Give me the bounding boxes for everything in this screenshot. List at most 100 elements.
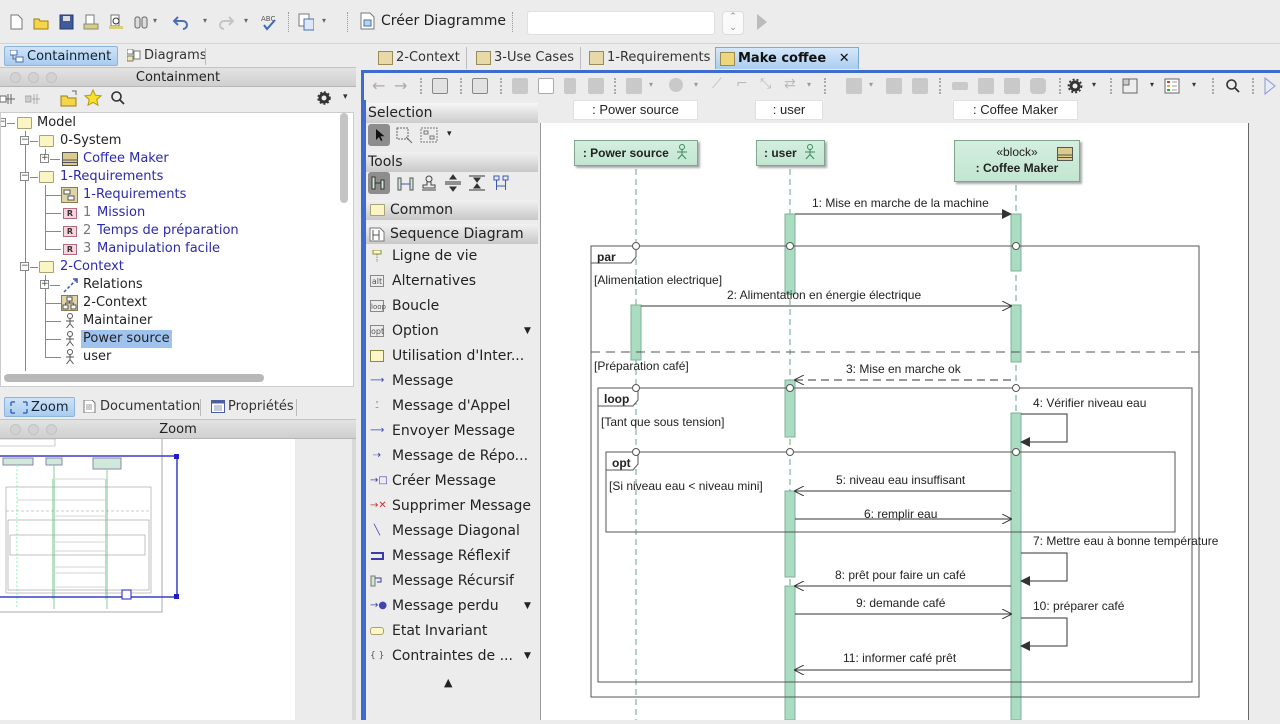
align-icon[interactable]: [952, 82, 968, 90]
message-9-label[interactable]: 9: demande café: [856, 596, 946, 610]
open-icon[interactable]: [33, 13, 49, 31]
message-7-label[interactable]: 7: Mettre eau à bonne température: [1033, 534, 1219, 548]
tab-3-use-cases[interactable]: 3-Use Cases: [472, 47, 581, 69]
close-window-button[interactable]: [10, 424, 21, 435]
tree-vertical-scrollbar[interactable]: [340, 113, 348, 203]
route-dropdown-icon[interactable]: ▾: [807, 80, 812, 89]
palette-section-sequence-diagram[interactable]: Sequence Diagram: [366, 224, 538, 244]
message-3-label[interactable]: 3: Mise en marche ok: [846, 362, 961, 376]
expand-all-icon[interactable]: [25, 91, 41, 107]
palette-item-utilisation-interaction[interactable]: Utilisation d'Inter...: [368, 345, 524, 367]
tree-item-1-requirements-diagram[interactable]: 1-Requirements: [1, 186, 341, 204]
palette-item-boucle[interactable]: loop Boucle: [368, 295, 439, 317]
collapse-toggle[interactable]: −: [20, 171, 29, 181]
tab-1-requirements[interactable]: 1-Requirements: [585, 47, 718, 69]
message-8-label[interactable]: 8: prêt pour faire un café: [835, 568, 966, 582]
palette-item-option[interactable]: opt Option: [368, 320, 439, 342]
undo-dropdown-icon[interactable]: ▾: [203, 16, 208, 25]
redo-dropdown-icon[interactable]: ▾: [244, 16, 249, 25]
maximize-window-button[interactable]: [46, 424, 57, 435]
message-2-label[interactable]: 2: Alimentation en énergie électrique: [727, 288, 922, 302]
tab-proprietes[interactable]: Propriétés: [206, 397, 300, 417]
new-file-icon[interactable]: [8, 13, 24, 31]
lifeline-header-coffee-maker[interactable]: : Coffee Maker: [953, 100, 1078, 120]
back-arrow-icon[interactable]: ←: [372, 76, 386, 95]
export-dropdown-icon[interactable]: ▾: [322, 16, 327, 25]
delete-icon[interactable]: [564, 78, 576, 94]
marquee-select-icon[interactable]: [396, 127, 414, 145]
lifeline-user[interactable]: : user: [756, 140, 825, 166]
insert-space-icon[interactable]: [444, 174, 462, 192]
tab-make-coffee[interactable]: Make coffee ✕: [715, 47, 859, 69]
palette-item-message-appel[interactable]: ⍘ Message d'Appel: [368, 395, 510, 417]
quick-find-stepper[interactable]: ⌃⌄: [722, 11, 744, 35]
tree-item-power-source[interactable]: Power source: [1, 330, 341, 348]
option-dropdown-icon[interactable]: ▼: [524, 326, 531, 336]
element-settings-icon[interactable]: [912, 78, 928, 94]
fill-color-icon[interactable]: [846, 78, 862, 94]
palette-item-creer-message[interactable]: →□ Créer Message: [368, 470, 496, 492]
layout-icon[interactable]: [626, 78, 642, 94]
spellcheck-icon[interactable]: ABC: [260, 13, 276, 31]
settings-gear-icon[interactable]: [317, 91, 331, 105]
minimize-window-button[interactable]: [28, 424, 39, 435]
forward-arrow-icon[interactable]: →: [394, 76, 408, 95]
bezier-path-icon[interactable]: ⤡: [760, 76, 772, 92]
add-element-icon[interactable]: [886, 78, 902, 94]
search-icon[interactable]: [1225, 78, 1241, 94]
lifeline-coffee-maker[interactable]: «block» : Coffee Maker: [954, 140, 1080, 182]
lifeline-power-source[interactable]: : Power source: [574, 140, 698, 166]
quick-find-input[interactable]: [527, 11, 715, 35]
create-diagram-button[interactable]: Créer Diagramme: [360, 12, 506, 30]
palette-item-etat-invariant[interactable]: Etat Invariant: [368, 620, 487, 642]
settings-gear-icon[interactable]: [1067, 78, 1083, 94]
path-style-dropdown-icon[interactable]: ▾: [694, 80, 699, 89]
tab-diagrams[interactable]: Diagrams: [122, 46, 213, 66]
palette-item-contraintes[interactable]: { } Contraintes de ...: [368, 645, 513, 667]
message-tool-icon[interactable]: [396, 174, 416, 192]
tree-item-2-context-diagram[interactable]: 2-Context: [1, 294, 341, 312]
palette-item-message-reponse[interactable]: ⇢ Message de Répo...: [368, 445, 528, 467]
expand-toggle[interactable]: +: [40, 279, 49, 289]
message-11-label[interactable]: 11: informer café prêt: [843, 651, 957, 665]
diagram-canvas[interactable]: par loop opt : Power source: [540, 123, 1248, 720]
export-icon[interactable]: [298, 13, 314, 31]
remove-space-icon[interactable]: [468, 174, 486, 192]
tree-item-0-system[interactable]: − 0-System: [1, 132, 341, 150]
comment-icon[interactable]: [1030, 78, 1046, 94]
lifeline-header-user[interactable]: : user: [755, 100, 823, 120]
palette-item-message-recursif[interactable]: Message Récursif: [368, 570, 514, 592]
palette-item-ligne-de-vie[interactable]: Ligne de vie: [368, 245, 477, 267]
collapse-toggle[interactable]: −: [20, 261, 29, 271]
tree-item-coffee-maker[interactable]: + Coffee Maker: [1, 150, 341, 168]
run-icon[interactable]: [757, 14, 767, 30]
tree-item-user[interactable]: user: [1, 348, 341, 366]
save-icon[interactable]: [58, 13, 74, 31]
settings-dropdown-icon[interactable]: ▾: [1092, 80, 1097, 89]
rectilinear-path-icon[interactable]: ⌐: [736, 76, 748, 92]
copy-icon[interactable]: [512, 78, 528, 94]
collapse-toggle[interactable]: −: [20, 135, 29, 145]
oblique-path-icon[interactable]: ⟋: [712, 76, 722, 92]
palette-item-message-perdu[interactable]: →● Message perdu: [368, 595, 499, 617]
tree-item-temps-de-preparation[interactable]: R 2 Temps de préparation: [1, 222, 341, 240]
close-tab-icon[interactable]: ✕: [838, 51, 850, 66]
palette-item-message[interactable]: ⟶ Message: [368, 370, 453, 392]
collapse-all-icon[interactable]: [0, 91, 16, 107]
palette-item-message-reflexif[interactable]: Message Réflexif: [368, 545, 510, 567]
layout-view-icon[interactable]: [1122, 78, 1138, 94]
lost-message-dropdown-icon[interactable]: ▼: [524, 601, 531, 611]
lifeline-tool-active[interactable]: [368, 172, 390, 194]
message-4-label[interactable]: 4: Vérifier niveau eau: [1033, 396, 1147, 410]
settings-dropdown-icon[interactable]: ▾: [343, 92, 348, 102]
tree-item-manipulation-facile[interactable]: R 3 Manipulation facile: [1, 240, 341, 258]
route-icon[interactable]: ⇄: [784, 76, 796, 92]
validate-icon[interactable]: [472, 78, 488, 94]
note-icon[interactable]: [978, 78, 994, 94]
tab-zoom[interactable]: Zoom: [4, 397, 76, 417]
text-box-icon[interactable]: [1004, 78, 1020, 94]
palette-item-alternatives[interactable]: alt Alternatives: [368, 270, 476, 292]
close-window-button[interactable]: [10, 72, 21, 83]
panel-splitter[interactable]: [352, 439, 356, 720]
minimize-window-button[interactable]: [28, 72, 39, 83]
